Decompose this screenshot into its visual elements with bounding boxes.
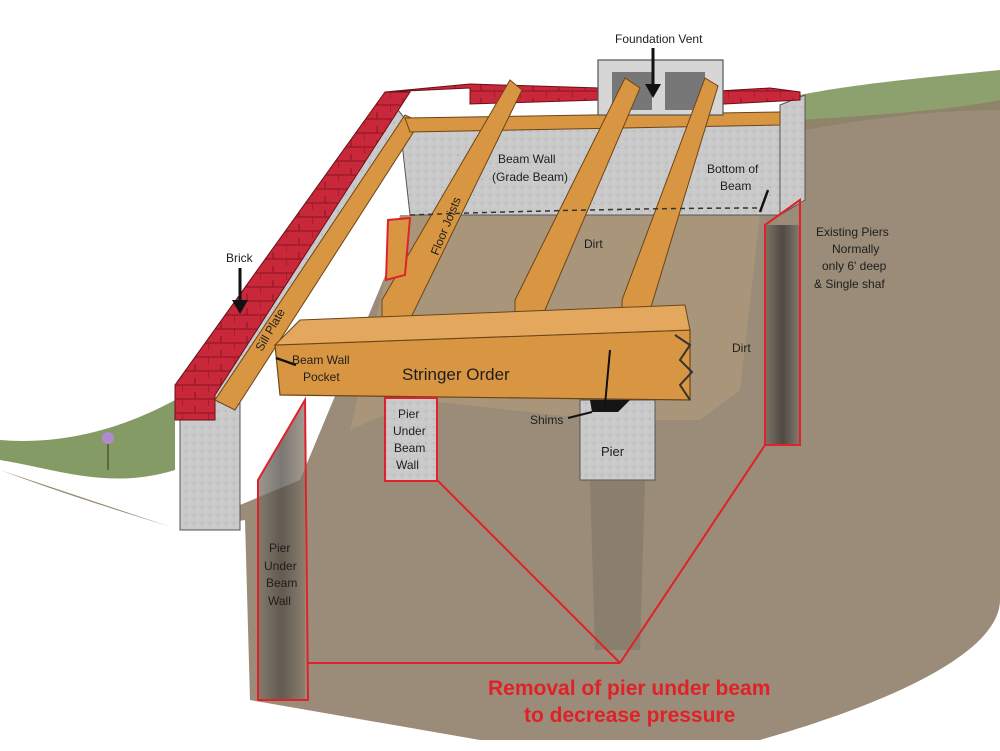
label-foundation-vent: Foundation Vent [615,32,703,46]
caption-line-1: Removal of pier under beam [488,677,770,700]
grass-slope [0,400,175,479]
label-pier-left-1: Pier [269,541,290,555]
label-beam-wall-pocket-1: Beam Wall [292,353,350,367]
shims [590,400,630,412]
label-pier-center-3: Beam [394,441,425,455]
arrow-beam-wall-pocket [275,356,297,367]
label-stringer-order: Stringer Order [402,365,510,384]
label-pier-left-3: Beam [266,576,297,590]
pier-under-beam-wall-left-box [257,396,310,701]
label-pier-left-4: Wall [268,594,291,608]
label-existing-piers-4: & Single shaf [814,277,885,291]
right-beam-wall [779,94,806,216]
label-existing-piers-3: only 6' deep [822,259,887,273]
label-pier-center-4: Wall [396,458,419,472]
label-dirt-center: Dirt [584,237,603,251]
stringer-top [273,304,691,346]
label-brick: Brick [226,251,254,265]
label-existing-piers-1: Existing Piers [816,225,889,239]
label-beam-wall-pocket-2: Pocket [303,370,340,384]
callout-line-right [619,444,766,664]
pier-under-beam-wall-center-box [384,397,438,482]
label-existing-piers-2: Normally [832,242,879,256]
label-beam-wall-1: Beam Wall [498,152,556,166]
center-pier-shaft [590,480,645,650]
grass-right [800,70,1000,130]
label-shims: Shims [530,413,563,427]
caption-line-2: to decrease pressure [524,704,735,727]
label-bottom-of-beam-2: Beam [720,179,751,193]
label-pier-center-2: Under [393,424,426,438]
arrow-brick-head [232,300,248,314]
label-bottom-of-beam-1: Bottom of [707,162,759,176]
shims-pointer [604,349,611,406]
arrow-bottom-of-beam [758,189,770,213]
label-pier-center-1: Pier [398,407,419,421]
label-pier: Pier [601,444,625,459]
existing-pier-outline [764,198,801,446]
brick-back-row [384,83,801,111]
flower-icon [102,432,114,444]
beam-wall-pocket [384,216,412,282]
label-pier-left-2: Under [264,559,297,573]
arrow-shims [567,411,593,419]
label-dirt-right: Dirt [732,341,751,355]
arrow-foundation-vent-head [645,84,661,98]
existing-pier [765,225,800,445]
label-beam-wall-2: (Grade Beam) [492,170,568,184]
stringer-broken-end [674,334,694,401]
callout-line-center [436,479,621,664]
bottom-of-beam-line [409,207,761,216]
pier-under-beam-wall-left-shaft [258,400,305,700]
